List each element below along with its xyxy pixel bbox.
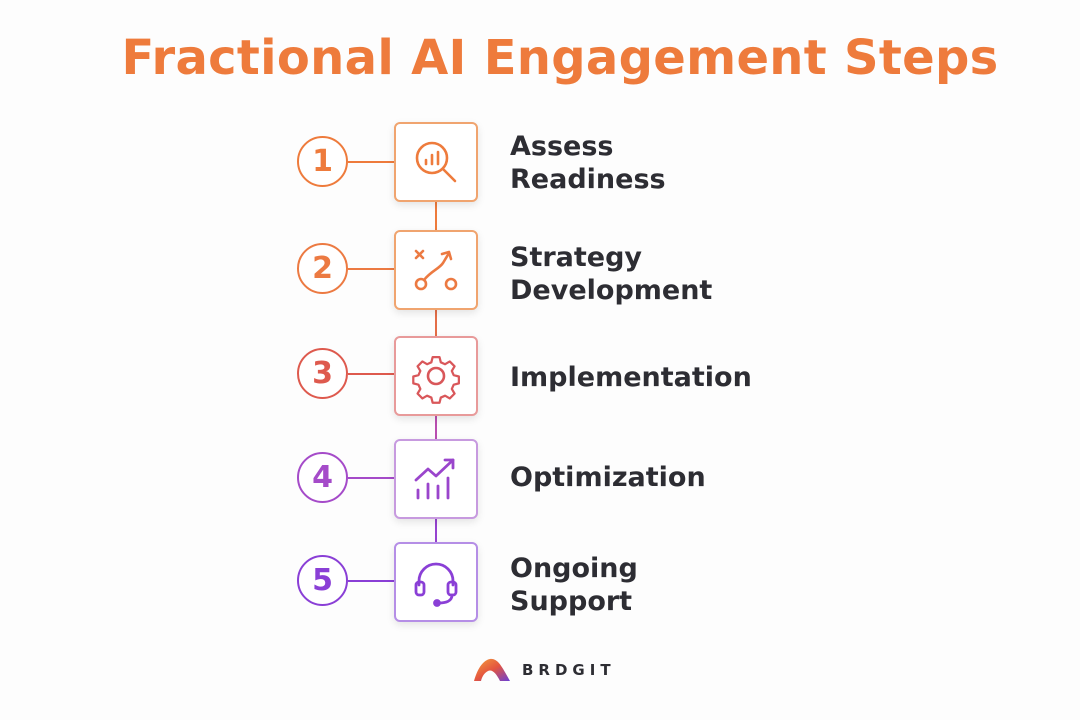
- connector-horizontal: [348, 161, 394, 163]
- step-number-circle: 3: [297, 348, 348, 399]
- connector-horizontal: [348, 373, 394, 375]
- step-label-line1: Ongoing: [510, 553, 638, 584]
- icon-box: [394, 122, 478, 202]
- icon-box: [394, 230, 478, 310]
- headset-icon: [414, 562, 458, 607]
- gear-icon: [412, 356, 460, 404]
- step-number-circle: 1: [297, 136, 348, 187]
- step-label: Implementation: [510, 361, 752, 394]
- step-label: Optimization: [510, 461, 706, 494]
- connector-horizontal: [348, 477, 394, 479]
- growth-chart-icon: [414, 458, 455, 500]
- step-label-line1: Assess: [510, 131, 614, 162]
- step-label-line1: Optimization: [510, 462, 706, 493]
- step-label-line1: Implementation: [510, 362, 752, 393]
- connector-1-2: [435, 202, 437, 230]
- connector-4-5: [435, 515, 437, 542]
- brand-name: BRDGIT: [522, 661, 616, 679]
- icon-box: [394, 336, 478, 416]
- icon-box: [394, 542, 478, 622]
- magnifier-chart-icon: [415, 141, 457, 183]
- page-title: Fractional AI Engagement Steps: [121, 30, 999, 86]
- step-label-line2: Support: [510, 586, 633, 617]
- connector-2-3: [435, 308, 437, 338]
- step-label-line1: Strategy: [510, 242, 643, 273]
- connector-horizontal: [348, 580, 394, 582]
- step-label-line2: Readiness: [510, 164, 666, 195]
- step-label: Ongoing Support: [510, 552, 638, 618]
- brand-logo: BRDGIT: [472, 657, 616, 683]
- connector-3-4: [435, 413, 437, 440]
- step-label: Assess Readiness: [510, 130, 666, 196]
- strategy-path-icon: [414, 249, 458, 291]
- step-label: Strategy Development: [510, 241, 712, 307]
- connector-horizontal: [348, 268, 394, 270]
- step-label-line2: Development: [510, 275, 713, 306]
- step-number-circle: 4: [297, 452, 348, 503]
- step-number-circle: 2: [297, 243, 348, 294]
- step-number-circle: 5: [297, 555, 348, 606]
- brdgit-logo-icon: [474, 658, 510, 681]
- icon-box: [394, 439, 478, 519]
